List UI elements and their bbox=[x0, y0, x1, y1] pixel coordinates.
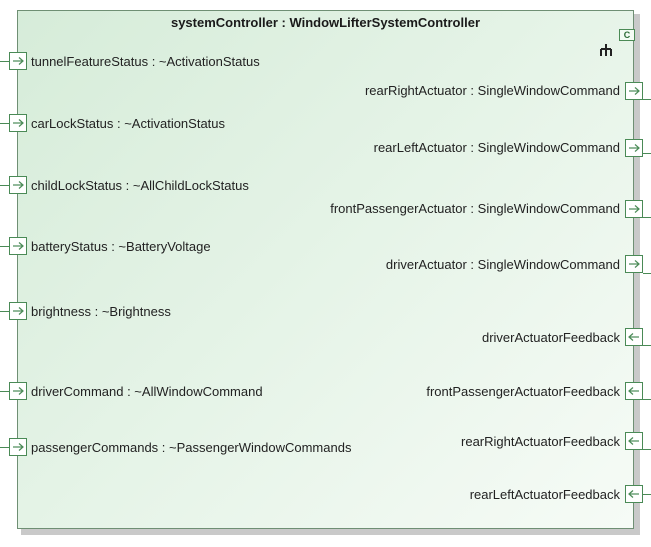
arrow-right-icon bbox=[13, 307, 24, 315]
port-label: brightness : ~Brightness bbox=[31, 304, 171, 319]
system-controller-block[interactable]: systemController : WindowLifterSystemCon… bbox=[17, 10, 635, 529]
port-label: childLockStatus : ~AllChildLockStatus bbox=[31, 178, 249, 193]
port-tunnel-feature-status[interactable] bbox=[9, 52, 27, 70]
port-driver-actuator-feedback[interactable] bbox=[625, 328, 643, 346]
port-passenger-commands[interactable] bbox=[9, 438, 27, 456]
arrow-left-icon bbox=[628, 490, 639, 498]
arrow-right-icon bbox=[13, 387, 24, 395]
port-car-lock-status[interactable] bbox=[9, 114, 27, 132]
arrow-right-icon bbox=[629, 260, 640, 268]
port-driver-actuator[interactable] bbox=[625, 255, 643, 273]
connector-stub bbox=[0, 123, 9, 124]
port-brightness[interactable] bbox=[9, 302, 27, 320]
arrow-right-icon bbox=[629, 205, 640, 213]
arrow-left-icon bbox=[628, 333, 639, 341]
connector-stub bbox=[643, 217, 651, 218]
connector-stub bbox=[0, 61, 9, 62]
connector-stub bbox=[643, 153, 651, 154]
arrow-left-icon bbox=[628, 437, 639, 445]
connector-stub bbox=[0, 311, 9, 312]
connector-stub bbox=[0, 246, 9, 247]
connector-stub bbox=[0, 447, 9, 448]
port-label: frontPassengerActuator : SingleWindowCom… bbox=[330, 201, 620, 216]
port-label: batteryStatus : ~BatteryVoltage bbox=[31, 239, 211, 254]
block-title: systemController : WindowLifterSystemCon… bbox=[170, 15, 481, 30]
arrow-left-icon bbox=[628, 387, 639, 395]
connector-stub bbox=[643, 345, 651, 346]
arrow-right-icon bbox=[13, 443, 24, 451]
connector-stub bbox=[643, 99, 651, 100]
arrow-right-icon bbox=[629, 87, 640, 95]
port-label: driverActuator : SingleWindowCommand bbox=[385, 257, 620, 272]
port-battery-status[interactable] bbox=[9, 237, 27, 255]
port-rear-left-actuator-feedback[interactable] bbox=[625, 485, 643, 503]
arrow-right-icon bbox=[13, 119, 24, 127]
class-badge-icon: C bbox=[619, 29, 635, 41]
port-label: tunnelFeatureStatus : ~ActivationStatus bbox=[31, 54, 260, 69]
port-label: frontPassengerActuatorFeedback bbox=[426, 384, 620, 399]
connector-stub bbox=[643, 273, 651, 274]
port-label: passengerCommands : ~PassengerWindowComm… bbox=[31, 440, 352, 455]
arrow-right-icon bbox=[13, 181, 24, 189]
arrow-right-icon bbox=[13, 242, 24, 250]
port-front-passenger-actuator-feedback[interactable] bbox=[625, 382, 643, 400]
port-driver-command[interactable] bbox=[9, 382, 27, 400]
arrow-right-icon bbox=[13, 57, 24, 65]
structure-fork-icon bbox=[600, 44, 612, 56]
port-child-lock-status[interactable] bbox=[9, 176, 27, 194]
port-label: rearRightActuator : SingleWindowCommand bbox=[364, 83, 620, 98]
connector-stub bbox=[643, 449, 651, 450]
connector-stub bbox=[0, 185, 9, 186]
port-rear-right-actuator[interactable] bbox=[625, 82, 643, 100]
port-label: driverActuatorFeedback bbox=[481, 330, 620, 345]
connector-stub bbox=[0, 391, 9, 392]
port-label: carLockStatus : ~ActivationStatus bbox=[31, 116, 226, 131]
port-label: rearLeftActuator : SingleWindowCommand bbox=[373, 140, 620, 155]
port-label: driverCommand : ~AllWindowCommand bbox=[31, 384, 263, 399]
port-label: rearLeftActuatorFeedback bbox=[469, 487, 620, 502]
port-front-passenger-actuator[interactable] bbox=[625, 200, 643, 218]
connector-stub bbox=[643, 399, 651, 400]
port-rear-right-actuator-feedback[interactable] bbox=[625, 432, 643, 450]
port-rear-left-actuator[interactable] bbox=[625, 139, 643, 157]
connector-stub bbox=[643, 494, 651, 495]
port-label: rearRightActuatorFeedback bbox=[461, 434, 620, 449]
arrow-right-icon bbox=[629, 144, 640, 152]
